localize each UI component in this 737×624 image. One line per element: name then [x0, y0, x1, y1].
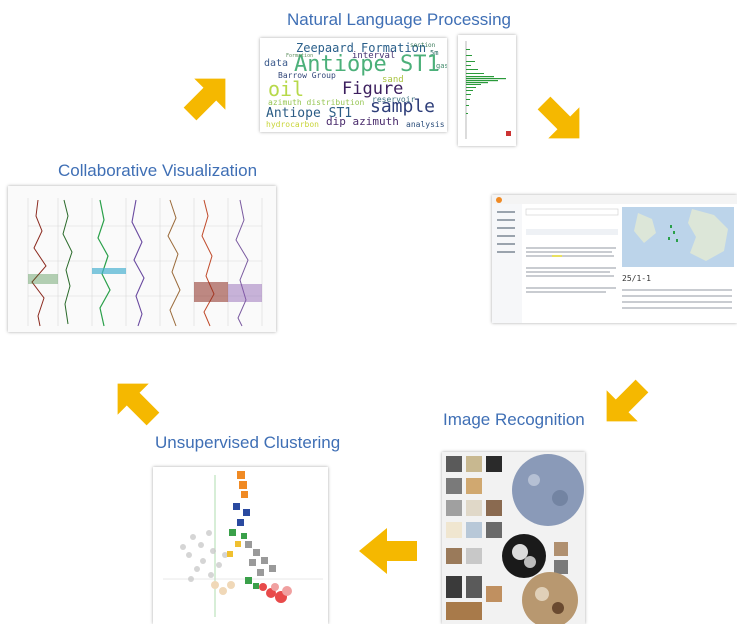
word-formation: Formation — [286, 53, 313, 59]
arrow-to-search-app-icon — [532, 91, 590, 149]
arrow-to-collab-icon — [104, 370, 168, 434]
word-figure: Figure — [342, 79, 403, 99]
clustering-title: Unsupervised Clustering — [155, 433, 341, 452]
word-dip-azimuth: dip azimuth — [326, 115, 399, 128]
arrow-to-image-recognition-icon — [596, 374, 654, 432]
word-barrow: Barrow Group — [278, 71, 336, 80]
arrow-shape — [117, 383, 160, 426]
cluster-scatter-plot — [153, 467, 328, 624]
svg-text:25/1-1: 25/1-1 — [622, 274, 651, 283]
image-recognition-title: Image Recognition — [443, 410, 585, 429]
word-cloud-image: Zeepaard Formation section 5m data Antio… — [260, 38, 447, 132]
word-antiope-small: Antiope ST1 — [266, 106, 352, 121]
arrow-shape — [359, 528, 417, 574]
well-log-visualization-image — [8, 186, 276, 332]
word-antiope-big: Antiope ST1 — [294, 52, 440, 77]
nlp-title: Natural Language Processing — [287, 10, 511, 29]
word-gas: gas — [436, 62, 447, 70]
word-analysis: analysis — [406, 120, 445, 129]
word-sand: sand — [382, 75, 404, 85]
word-interval: interval — [352, 51, 395, 61]
arrow-to-nlp-icon — [178, 68, 236, 126]
collab-title: Collaborative Visualization — [58, 161, 258, 180]
word-reservoir: reservoir — [372, 95, 416, 104]
word-section: section — [410, 42, 436, 49]
arrow-shape — [606, 379, 649, 422]
word-oil: oil — [268, 77, 304, 101]
word-data: data — [264, 58, 288, 69]
search-app-screenshot: 25/1-1 — [492, 195, 737, 323]
word-sample: sample — [370, 96, 435, 117]
rock-image-mosaic — [442, 452, 585, 624]
word-5m: 5m — [430, 49, 438, 57]
arrow-to-clustering-icon — [355, 525, 423, 577]
word-azimuth-distribution: azimuth distribution — [268, 98, 365, 107]
term-histogram-image — [458, 35, 516, 146]
word-zeepaard: Zeepaard Formation — [296, 41, 426, 55]
word-hydrocarbon: hydrocarbon — [266, 120, 319, 129]
arrow-shape — [183, 78, 226, 121]
arrow-shape — [537, 96, 580, 139]
